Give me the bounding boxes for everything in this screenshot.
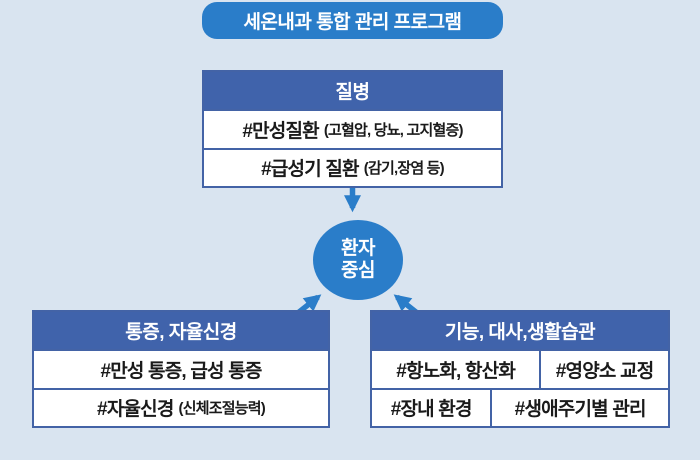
row-note-text: (고혈압, 당뇨, 고지혈증): [323, 121, 464, 139]
pain-box: 통증, 자율신경 #만성 통증, 급성 통증 #자율신경 (신체조절능력): [32, 310, 330, 428]
table-row: #항노화, 항산화 #영양소 교정: [372, 349, 668, 388]
disease-box-header: 질병: [204, 72, 501, 109]
row-note-text: (신체조절능력): [178, 400, 266, 418]
row-main-text: #급성기 질환: [261, 159, 359, 181]
row-main-text: #생애주기별 관리: [514, 399, 647, 421]
row-main-text: #자율신경: [97, 399, 174, 421]
table-row: #만성질환 (고혈압, 당뇨, 고지혈증): [204, 109, 501, 148]
function-box: 기능, 대사,생활습관 #항노화, 항산화 #영양소 교정 #장내 환경 #생애…: [370, 310, 670, 428]
table-cell: #장내 환경: [372, 390, 490, 427]
function-box-header: 기능, 대사,생활습관: [372, 312, 668, 349]
table-row: #급성기 질환 (감기,장염 등): [204, 147, 501, 186]
table-row: #만성 통증, 급성 통증: [34, 349, 328, 388]
program-title: 세온내과 통합 관리 프로그램: [243, 12, 462, 33]
pain-box-header: 통증, 자율신경: [34, 312, 328, 349]
patient-center-line1: 환자: [341, 238, 375, 260]
row-main-text: #장내 환경: [390, 399, 473, 421]
table-cell: #항노화, 항산화: [372, 351, 539, 388]
row-main-text: #만성질환: [242, 120, 319, 142]
table-cell: #생애주기별 관리: [490, 389, 668, 426]
table-row: #자율신경 (신체조절능력): [34, 387, 328, 426]
table-cell: #영양소 교정: [539, 351, 668, 388]
row-note-text: (감기,장염 등): [363, 160, 445, 178]
row-main-text: #만성 통증, 급성 통증: [100, 360, 262, 382]
table-row: #장내 환경 #생애주기별 관리: [372, 387, 668, 427]
row-main-text: #항노화, 항산화: [396, 360, 516, 382]
patient-center-line2: 중심: [341, 260, 375, 281]
title-banner: 세온내과 통합 관리 프로그램: [202, 2, 503, 39]
disease-box: 질병 #만성질환 (고혈압, 당뇨, 고지혈증) #급성기 질환 (감기,장염 …: [202, 70, 503, 188]
patient-center-circle: 환자 중심: [313, 220, 403, 300]
row-main-text: #영양소 교정: [555, 360, 654, 382]
